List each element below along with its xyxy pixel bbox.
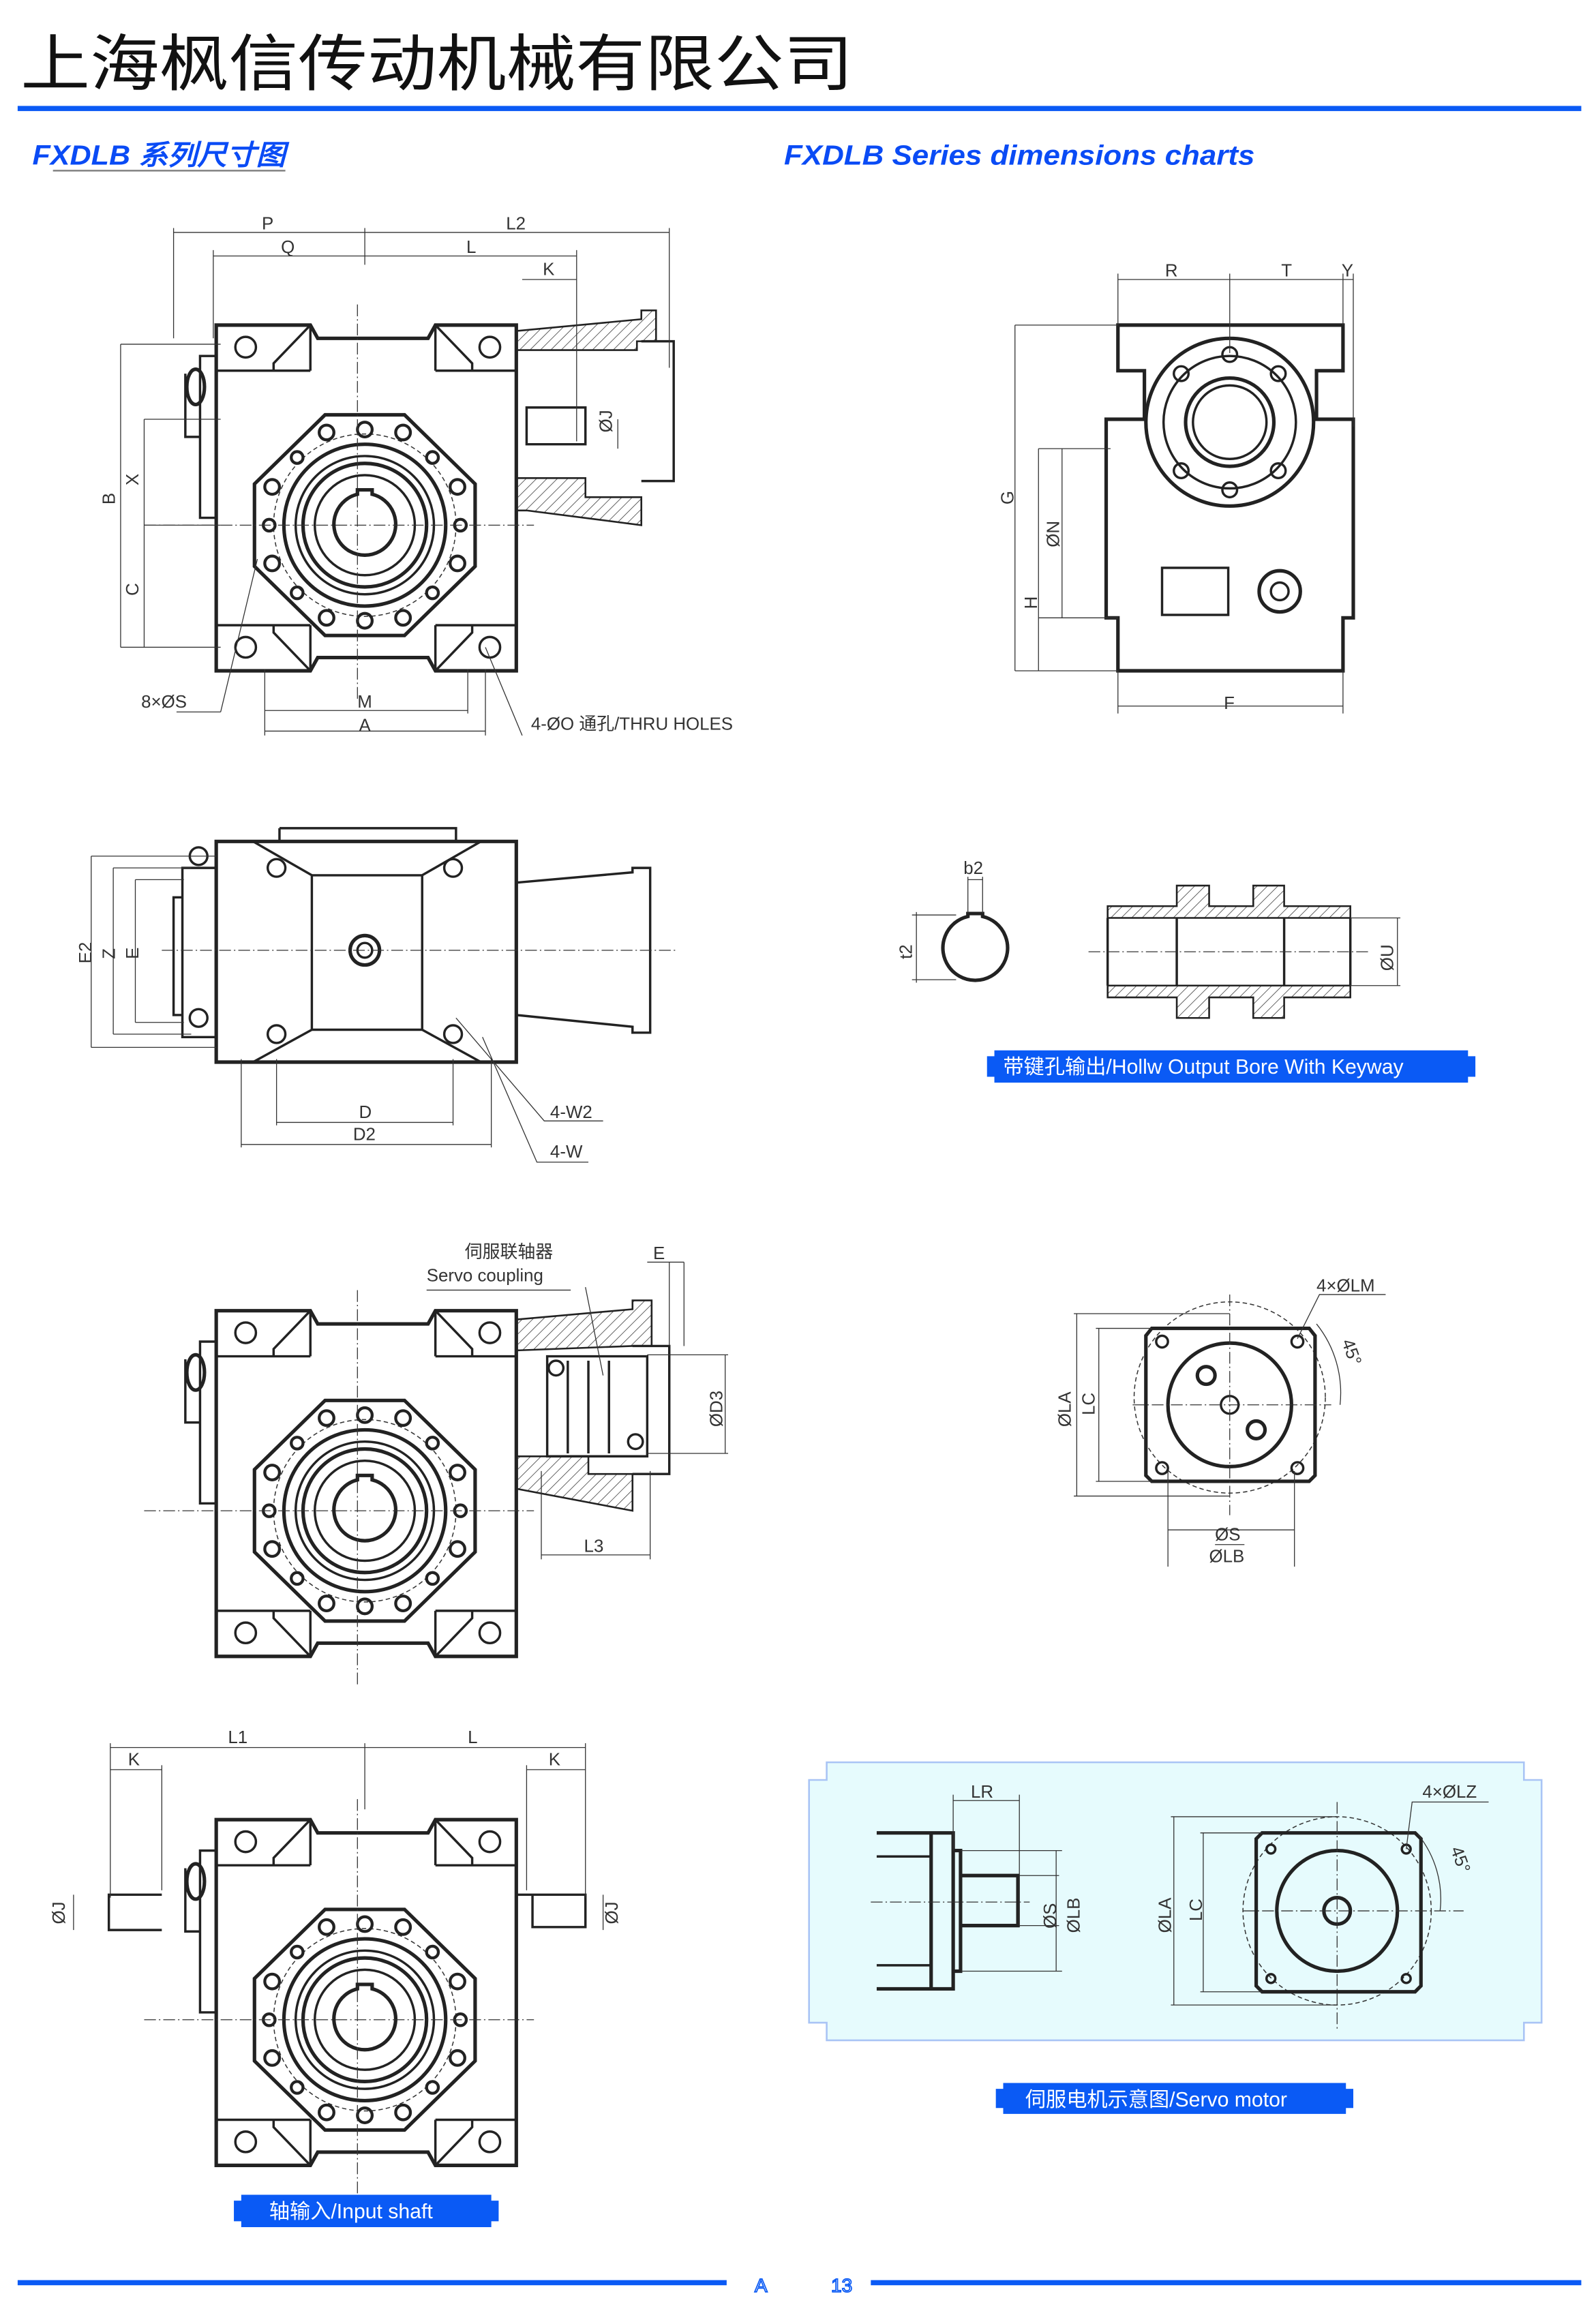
dim-LZ: 4×ØLZ [1422, 1783, 1477, 1802]
servo-coupling-en: Servo coupling [427, 1266, 543, 1285]
flange-drawing: 4×ØLM 45° ØLA LC ØS ØLB [1056, 1277, 1386, 1567]
input-shaft-drawing: K L1 L K ØJ ØJ 轴输入/Input shaft [50, 1728, 622, 2228]
section-title-cn: FXDLB 系列尺寸图 [32, 140, 289, 171]
dim-thru-holes: 4-ØO 通孔/THRU HOLES [531, 714, 733, 734]
dim-L: L [466, 238, 476, 257]
footer-page-number: 13 [831, 2275, 852, 2296]
keyway-drawing: b2 t2 ØU 带键孔输出/Hollw Output Bore With Ke… [897, 859, 1476, 1083]
dim-b2: b2 [963, 859, 983, 878]
dim-LC-flange: LC [1079, 1393, 1098, 1415]
dim-H: H [1022, 596, 1041, 609]
dim-L-input: L [468, 1728, 477, 1747]
dim-Z: Z [100, 948, 119, 959]
dim-LC-motor: LC [1187, 1899, 1206, 1921]
dim-D: D [359, 1103, 372, 1122]
dim-S-flange: ØS [1215, 1525, 1240, 1544]
dim-4W2: 4-W2 [550, 1103, 592, 1122]
dim-E2: E2 [76, 942, 95, 964]
dim-E-coupling: E [653, 1244, 665, 1263]
servo-motor-panel: LR ØS ØLB ØLA LC 4×ØLZ 45° 伺服电机示意图/Servo… [808, 1761, 1543, 2114]
dim-t2: t2 [897, 944, 916, 959]
dim-J-right: ØJ [603, 1901, 622, 1924]
dim-K-left: K [128, 1750, 140, 1769]
side-view-drawing: E2 Z E D D2 4-W2 4-W [76, 827, 677, 1163]
dim-G: G [999, 491, 1018, 504]
keyway-banner: 带键孔输出/Hollw Output Bore With Keyway [1003, 1055, 1404, 1078]
input-shaft-banner: 轴输入/Input shaft [269, 2200, 434, 2223]
dim-J-left: ØJ [50, 1901, 69, 1924]
servo-coupling-drawing: 伺服联轴器 Servo coupling E ØD3 L3 [144, 1242, 729, 1687]
dim-A: A [359, 716, 371, 735]
dim-Q: Q [281, 238, 295, 257]
dim-K-right: K [549, 1750, 560, 1769]
dim-4W: 4-W [550, 1143, 583, 1162]
dim-N: ØN [1044, 521, 1063, 547]
dim-S-motor: ØS [1041, 1903, 1060, 1929]
dim-LA-flange: ØLA [1056, 1391, 1075, 1428]
dim-P: P [262, 215, 273, 234]
servo-motor-banner: 伺服电机示意图/Servo motor [1025, 2088, 1287, 2111]
dim-C: C [123, 583, 142, 596]
dim-R: R [1165, 262, 1178, 281]
dim-LB-flange: ØLB [1209, 1547, 1245, 1567]
dim-L3: L3 [584, 1537, 604, 1556]
dim-T: T [1281, 262, 1292, 281]
dim-8S: 8×ØS [141, 693, 187, 712]
end-view-drawing: R T Y G ØN H F [999, 262, 1355, 714]
dim-E: E [123, 948, 142, 959]
page-footer: A 13 [17, 2274, 1582, 2297]
dim-LA-motor: ØLA [1156, 1897, 1175, 1933]
dim-LR: LR [971, 1783, 993, 1802]
dim-F: F [1224, 694, 1235, 713]
dim-U: ØU [1378, 944, 1397, 971]
dim-Y: Y [1342, 262, 1353, 281]
servo-coupling-cn: 伺服联轴器 [465, 1242, 553, 1262]
footer-section: A [755, 2275, 768, 2296]
dim-LB-motor: ØLB [1065, 1898, 1084, 1933]
flange-angle: 45° [1338, 1336, 1365, 1368]
dim-J: ØJ [597, 410, 616, 432]
dim-M: M [357, 693, 372, 712]
dim-K: K [543, 260, 554, 280]
dim-B: B [100, 493, 119, 504]
dim-X: X [123, 474, 142, 485]
dim-L1: L1 [228, 1728, 247, 1747]
dim-D3: ØD3 [707, 1391, 726, 1427]
dim-D2: D2 [353, 1125, 376, 1144]
company-name: 上海枫信传动机械有限公司 [20, 29, 853, 100]
header-rule [17, 106, 1582, 111]
front-view-drawing: P L2 Q L K ØJ B X C 8×ØS M A 4-ØO 通孔/THR… [100, 215, 733, 736]
dim-LM: 4×ØLM [1316, 1277, 1375, 1296]
dim-L2: L2 [506, 215, 526, 234]
section-title-en: FXDLB Series dimensions charts [784, 140, 1254, 171]
